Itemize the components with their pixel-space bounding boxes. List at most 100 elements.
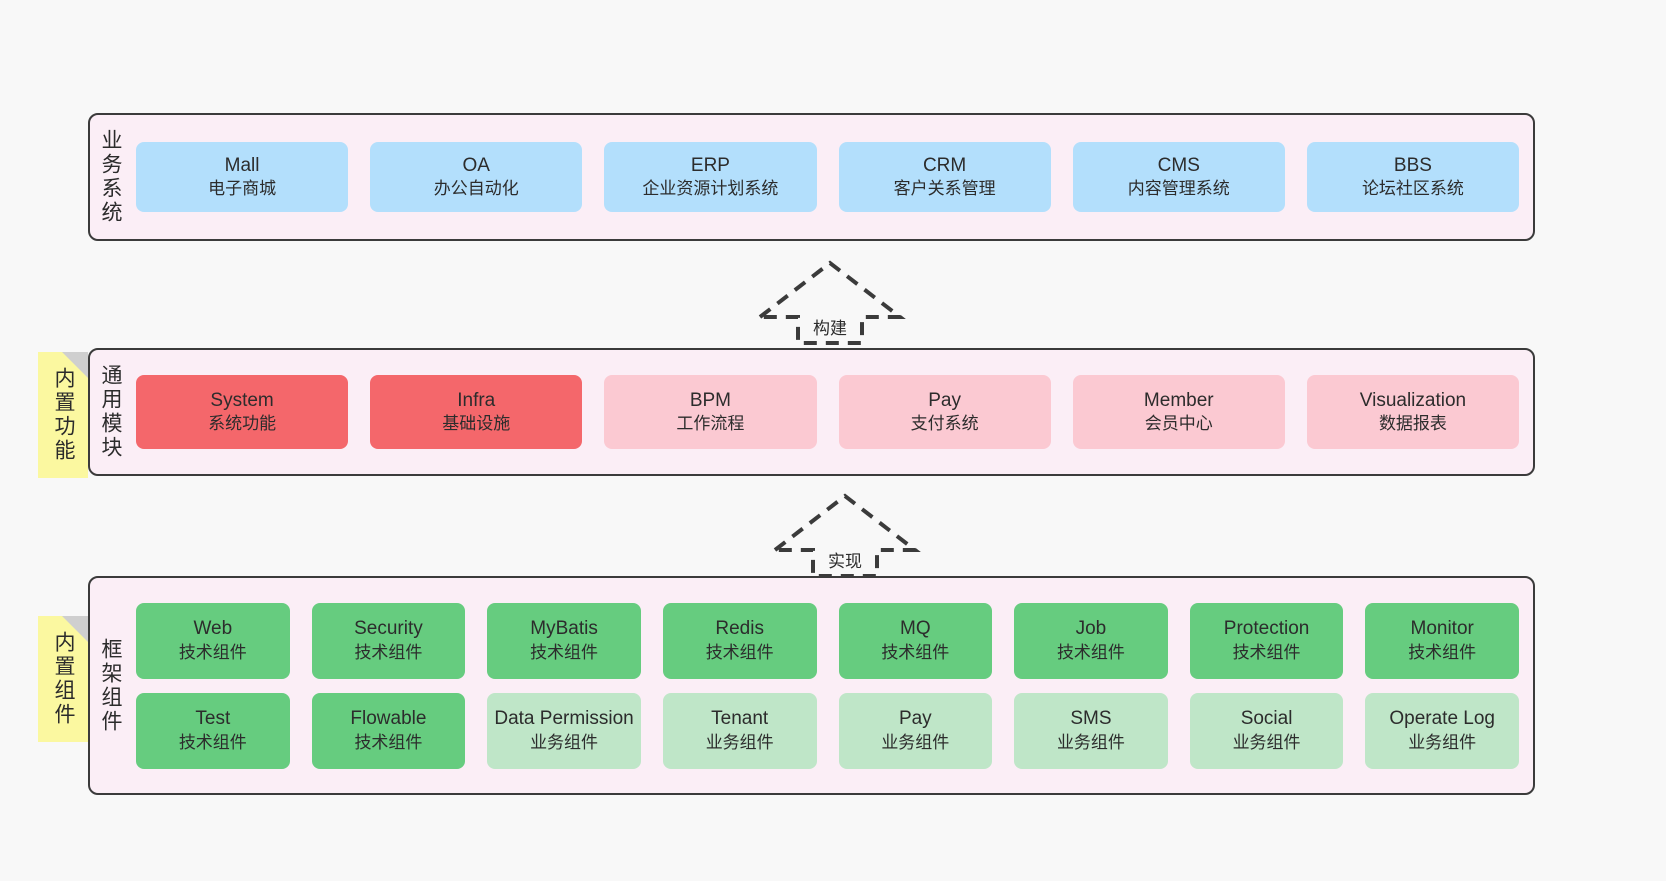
card-subtitle: 支付系统 <box>910 414 979 434</box>
card-subtitle: 客户关系管理 <box>893 179 996 199</box>
card-title: Monitor <box>1410 618 1474 640</box>
card-subtitle: 技术组件 <box>705 642 774 662</box>
card-title: Redis <box>715 618 764 640</box>
sticky-note-builtin-features-label: 内置功能 <box>52 367 76 463</box>
card-title: MQ <box>900 618 931 640</box>
card-title: Pay <box>928 389 961 411</box>
card-subtitle: 业务组件 <box>1232 732 1301 752</box>
card-subtitle: 业务组件 <box>705 732 774 752</box>
card-subtitle: 技术组件 <box>178 732 247 752</box>
realize-arrow: 实现 <box>765 488 925 580</box>
realize-arrow-shape <box>769 493 921 578</box>
common-card-pay[interactable]: Pay 支付系统 <box>838 375 1051 449</box>
card-title: System <box>210 389 274 411</box>
business-card-bbs[interactable]: BBS 论坛社区系统 <box>1306 142 1520 212</box>
sticky-note-builtin-features: 内置功能 <box>38 352 88 478</box>
business-card-oa[interactable]: OA 办公自动化 <box>370 142 583 212</box>
card-subtitle: 业务组件 <box>530 732 599 752</box>
card-title: CMS <box>1157 154 1200 176</box>
card-title: Member <box>1143 389 1214 411</box>
card-subtitle: 办公自动化 <box>433 179 519 199</box>
folded-corner-icon <box>62 616 88 642</box>
card-subtitle: 会员中心 <box>1144 414 1213 434</box>
card-title: BBS <box>1393 154 1432 176</box>
card-subtitle: 系统功能 <box>208 414 277 434</box>
card-title: Protection <box>1223 618 1310 640</box>
card-subtitle: 技术组件 <box>1232 642 1301 662</box>
card-subtitle: 论坛社区系统 <box>1361 179 1464 199</box>
business-card-crm[interactable]: CRM 客户关系管理 <box>838 142 1051 212</box>
folded-corner-icon <box>62 352 88 378</box>
card-title: Security <box>354 618 423 640</box>
card-subtitle: 技术组件 <box>1056 642 1125 662</box>
card-title: Infra <box>457 389 496 411</box>
common-card-system[interactable]: System 系统功能 <box>136 375 349 449</box>
card-title: Flowable <box>350 708 427 730</box>
build-arrow-shape <box>754 260 906 345</box>
card-title: ERP <box>690 154 730 176</box>
card-title: BPM <box>689 389 732 411</box>
card-title: Job <box>1075 618 1107 640</box>
common-card-member[interactable]: Member 会员中心 <box>1072 375 1285 449</box>
card-subtitle: 业务组件 <box>1408 732 1477 752</box>
card-subtitle: 技术组件 <box>530 642 599 662</box>
card-subtitle: 技术组件 <box>1408 642 1477 662</box>
card-subtitle: 技术组件 <box>354 642 423 662</box>
common-card-infra[interactable]: Infra 基础设施 <box>370 375 583 449</box>
card-subtitle: 业务组件 <box>1056 732 1125 752</box>
framework-layer-title: 框架组件 <box>99 637 123 734</box>
card-title: Web <box>193 618 233 640</box>
card-title: Mall <box>224 154 260 176</box>
card-title: MyBatis <box>530 618 598 640</box>
sticky-note-builtin-components: 内置组件 <box>38 616 88 742</box>
build-arrow: 构建 <box>750 255 910 347</box>
build-arrow-label: 构建 <box>813 319 847 338</box>
business-card-cms[interactable]: CMS 内容管理系统 <box>1072 142 1285 212</box>
card-subtitle: 内容管理系统 <box>1127 179 1230 199</box>
business-card-erp[interactable]: ERP 企业资源计划系统 <box>604 142 817 212</box>
card-subtitle: 企业资源计划系统 <box>642 179 779 199</box>
card-title: Data Permission <box>494 708 634 730</box>
card-subtitle: 基础设施 <box>442 414 511 434</box>
card-title: Operate Log <box>1389 708 1495 730</box>
card-subtitle: 技术组件 <box>178 642 247 662</box>
card-title: SMS <box>1070 708 1112 730</box>
card-subtitle: 技术组件 <box>354 732 423 752</box>
card-title: OA <box>462 154 490 176</box>
card-title: Visualization <box>1359 389 1467 411</box>
card-title: Social <box>1240 708 1293 730</box>
sticky-note-builtin-components-label: 内置组件 <box>52 631 76 727</box>
card-title: CRM <box>922 154 967 176</box>
business-layer-title: 业务系统 <box>99 129 123 225</box>
card-title: Pay <box>898 708 932 730</box>
